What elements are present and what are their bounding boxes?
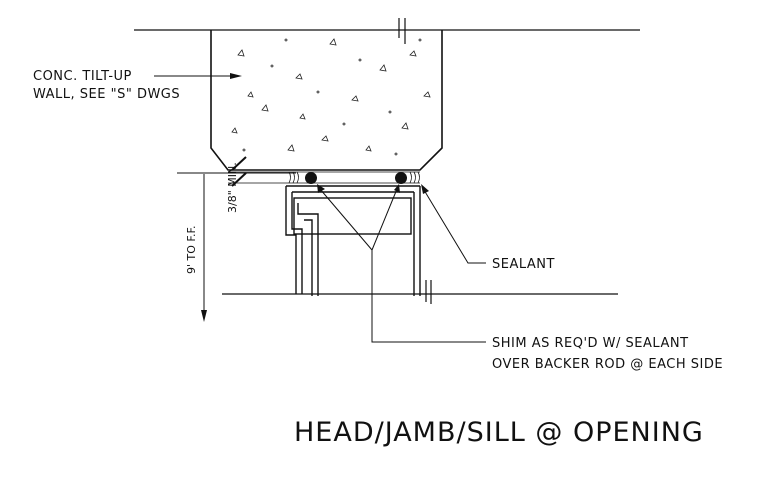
wall-leader: [154, 73, 242, 79]
top-break-line: [134, 18, 640, 44]
sealant-callout: SEALANT: [492, 257, 555, 272]
wall-callout-line1: CONC. TILT-UP: [33, 69, 132, 84]
sealant-leader: [421, 184, 486, 264]
frame-head-section: [285, 185, 421, 296]
backer-rod-right: [395, 172, 407, 184]
min-gap-dimension: [231, 156, 247, 187]
shim-callout-line1: SHIM AS REQ'D W/ SEALANT: [492, 336, 689, 351]
concrete-wall-panel: [210, 30, 443, 171]
min-gap-dimension-text: 3/8" MIN.: [226, 162, 239, 213]
backer-rod-left: [305, 172, 317, 184]
shim-leader: [317, 184, 486, 343]
wall-callout-line2: WALL, SEE "S" DWGS: [33, 87, 180, 102]
height-dimension-arrow: [201, 174, 207, 322]
sealant-joint: [228, 171, 420, 184]
concrete-aggregate-hatch: [231, 38, 431, 156]
shim-callout-line2: OVER BACKER ROD @ EACH SIDE: [492, 357, 723, 372]
detail-title: HEAD/JAMB/SILL @ OPENING: [294, 417, 704, 448]
bottom-break-line: [222, 280, 618, 304]
height-dimension-text: 9' TO F.F.: [185, 225, 198, 274]
